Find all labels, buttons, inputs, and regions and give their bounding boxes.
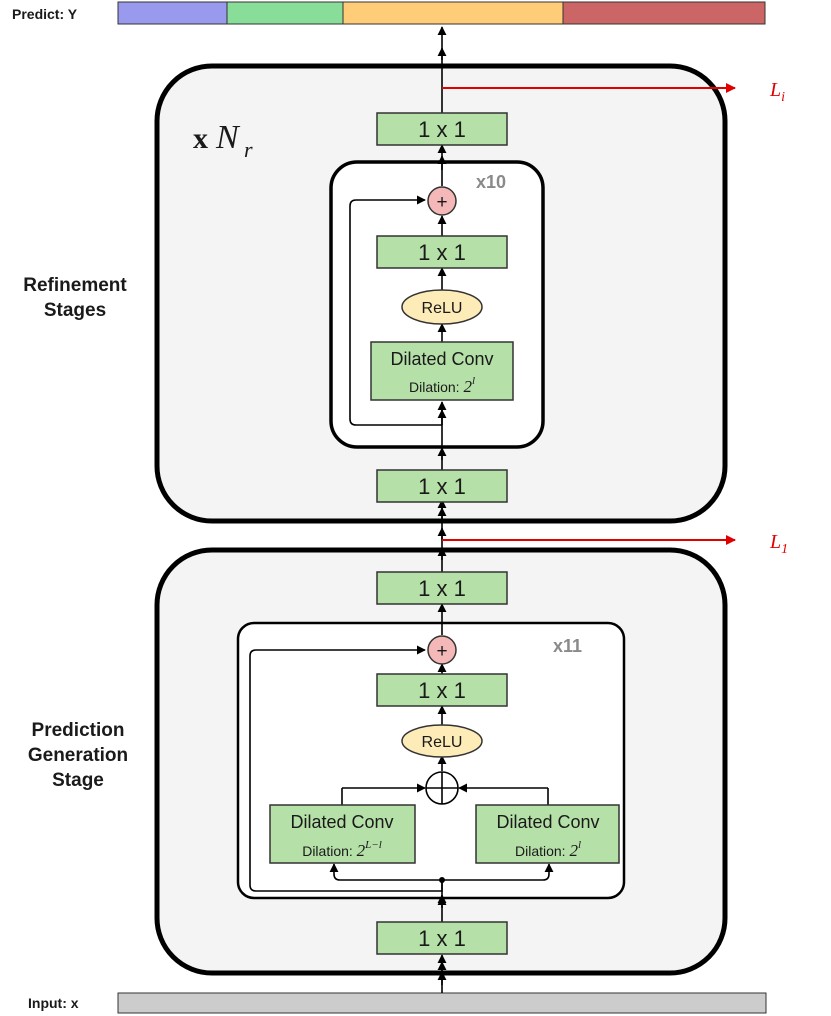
left-dilation: Dilation: 2L−l: [302, 839, 382, 860]
prediction-segment-2: [226, 1, 344, 25]
svg-text:1 x 1: 1 x 1: [418, 117, 466, 142]
prediction-sum-node: [425, 771, 459, 805]
prediction-label-line2: Generation: [28, 745, 128, 766]
prediction-repeat-label: x11: [553, 636, 582, 656]
svg-text:1 x 1: 1 x 1: [418, 474, 466, 499]
refinement-dilation: Dilation: 2l: [409, 375, 475, 396]
prediction-relu: ReLU: [401, 724, 483, 758]
branch-dot: [439, 877, 445, 883]
stage-mult-x: x: [193, 122, 208, 155]
loss-arrows: [442, 83, 736, 545]
prediction-bottom-conv1x1: 1 x 1: [376, 921, 508, 955]
prediction-segment-3: [342, 1, 564, 25]
predict-label: Predict: Y: [12, 6, 78, 22]
svg-text:ReLU: ReLU: [422, 300, 463, 317]
prediction-inner-conv1x1: 1 x 1: [376, 673, 508, 707]
right-dilation: Dilation: 2l: [515, 839, 581, 860]
stage-mult-n: N: [215, 119, 241, 156]
svg-text:1 x 1: 1 x 1: [418, 926, 466, 951]
refinement-plus-node: +: [427, 186, 457, 216]
refinement-top-conv1x1: 1 x 1: [376, 112, 508, 146]
refinement-bottom-conv1x1: 1 x 1: [376, 469, 508, 503]
prediction-dilated-conv-left: Dilated Conv Dilation: 2L−l: [269, 804, 416, 864]
svg-text:ReLU: ReLU: [422, 734, 463, 751]
refinement-repeat-label: x10: [476, 172, 506, 192]
prediction-label-line1: Prediction: [32, 720, 125, 741]
svg-text:Dilated Conv: Dilated Conv: [390, 349, 493, 369]
prediction-bar: [117, 1, 766, 25]
refinement-label-line2: Stages: [44, 300, 106, 321]
refinement-dilated-conv: Dilated Conv Dilation: 2l: [370, 341, 514, 401]
input-label: Input: x: [28, 995, 79, 1011]
svg-text:+: +: [436, 641, 447, 662]
prediction-plus-node: +: [427, 635, 457, 665]
svg-text:Dilated Conv: Dilated Conv: [290, 812, 393, 832]
prediction-segment-4: [562, 1, 766, 25]
svg-text:1 x 1: 1 x 1: [418, 576, 466, 601]
prediction-segment-1: [117, 1, 228, 25]
refinement-inner-conv1x1: 1 x 1: [376, 235, 508, 269]
refinement-relu: ReLU: [401, 289, 483, 325]
svg-text:Dilated Conv: Dilated Conv: [496, 812, 599, 832]
stage-mult-sub: r: [244, 137, 253, 162]
stage-multiplier: x N r: [193, 119, 253, 162]
loss-1-label: L1: [769, 531, 788, 557]
svg-text:1 x 1: 1 x 1: [418, 240, 466, 265]
prediction-top-conv1x1: 1 x 1: [376, 571, 508, 605]
prediction-label-line3: Stage: [52, 770, 104, 791]
loss-i-label: Li: [769, 79, 785, 105]
svg-text:1 x 1: 1 x 1: [418, 678, 466, 703]
refinement-label-line1: Refinement: [23, 275, 127, 296]
prediction-dilated-conv-right: Dilated Conv Dilation: 2l: [475, 804, 620, 864]
svg-text:+: +: [436, 192, 447, 213]
input-bar: [117, 992, 767, 1014]
